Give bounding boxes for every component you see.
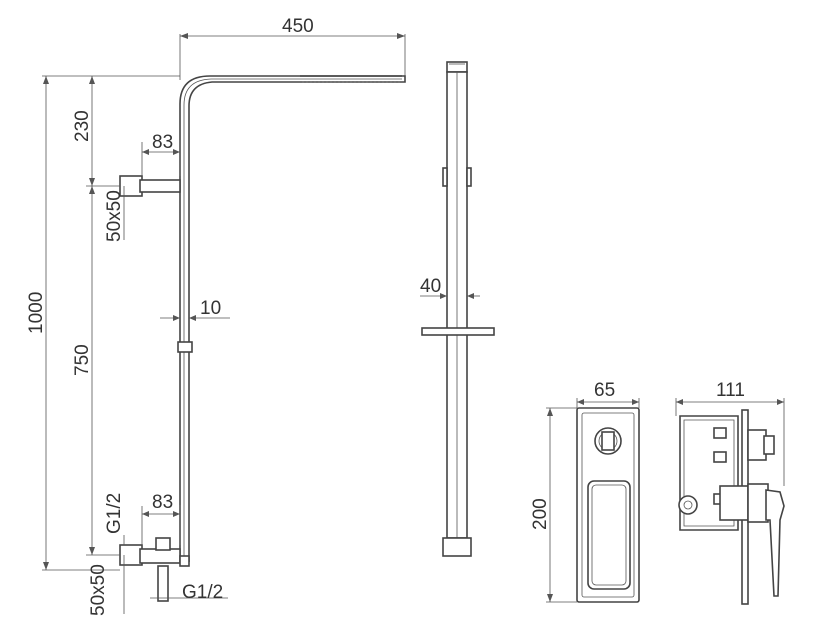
bottom-bracket (119, 544, 143, 566)
dim-outlet-bottom: 83 (152, 492, 173, 513)
column-inner (188, 81, 300, 562)
dim-bracket-top: 50x50 (104, 190, 125, 242)
dim-valve-height: 200 (530, 498, 551, 530)
dim-column-length: 750 (72, 344, 93, 376)
dim-head-height: 230 (72, 110, 93, 142)
dim-valve-depth: 111 (716, 380, 745, 401)
dim-outlet-top: 83 (152, 132, 173, 153)
bottom-inlet (157, 565, 169, 602)
soap-dish (421, 327, 495, 336)
dim-valve-width: 65 (594, 380, 615, 401)
slide-rail (420, 61, 495, 557)
side-port (678, 495, 698, 515)
dim-head-width: 450 (282, 16, 314, 37)
dim-total-height: 1000 (26, 292, 47, 334)
lever-handle (587, 480, 631, 590)
dim-pipe-dia: 10 (200, 298, 221, 319)
column-outer (179, 75, 402, 562)
dim-rail-width: 40 (420, 276, 441, 297)
mid-connector (177, 341, 193, 353)
rail-bottom-cap (442, 537, 472, 557)
lever-side (765, 489, 785, 597)
dim-thread-side: G1/2 (104, 493, 125, 534)
dim-bracket-bottom: 50x50 (88, 564, 109, 616)
rain-head (300, 75, 406, 83)
valve-body (679, 415, 739, 531)
dim-thread-bottom: G1/2 (182, 582, 223, 603)
valve-front (546, 398, 640, 603)
valve-side (675, 398, 785, 605)
shower-column (42, 33, 406, 614)
rail-top-cap (446, 61, 468, 73)
